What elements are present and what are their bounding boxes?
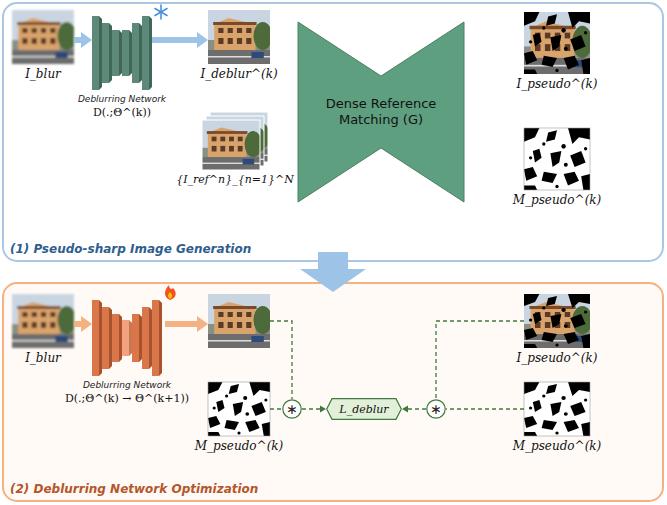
connector-line (152, 37, 197, 43)
panel-title: (1) Pseudo-sharp Image Generation (10, 242, 251, 256)
image-node: I_blur (12, 294, 74, 348)
image-node: I_deblur^(k) (208, 10, 270, 64)
image-label: M_pseudo^(k) (513, 439, 602, 453)
connector-line (408, 408, 426, 409)
circle-outline (283, 400, 301, 418)
connector-line (436, 321, 524, 399)
caption-group: I_blur (25, 67, 61, 81)
panel-title: (2) Deblurring Network Optimization (10, 482, 258, 496)
image-node: I_pseudo^(k) (524, 294, 590, 348)
flow-arrow (300, 252, 366, 292)
connector (152, 32, 208, 48)
image-label: {I_ref^n}_{n=1}^N (176, 173, 294, 186)
network-label: Deblurring Network (78, 94, 166, 106)
mask-image (524, 128, 590, 190)
connector (402, 406, 426, 413)
connector (302, 406, 326, 413)
connector (74, 316, 92, 332)
connector (270, 409, 282, 410)
connector (74, 32, 92, 48)
arrowhead (197, 32, 208, 48)
frozen-icon (155, 5, 167, 19)
dashed-line (270, 321, 292, 399)
image-node: M_pseudo^(k) (524, 382, 590, 436)
arrowhead (81, 32, 92, 48)
image-node: M_pseudo^(k) (524, 128, 590, 190)
panel-background (3, 283, 663, 501)
operator-symbol: ∗ (430, 402, 442, 416)
caption-group: I_pseudo^(k) (516, 77, 597, 91)
image-label: M_pseudo^(k) (513, 193, 602, 207)
reference-image (202, 120, 262, 170)
arrowhead (320, 406, 326, 413)
network-symbol (92, 300, 162, 376)
loss-label: L_deblur (339, 403, 388, 416)
connector-line (74, 321, 81, 327)
image-node: {I_ref^n}_{n=1}^N (202, 112, 268, 170)
hourglass-outline (298, 22, 464, 202)
image-label: I_deblur^(k) (200, 67, 277, 81)
operator-circle: ∗ (282, 399, 302, 419)
network-formula: D(.;Θ^(k)) (93, 106, 151, 120)
blurred-image (12, 294, 76, 348)
image-label: M_pseudo^(k) (195, 439, 284, 453)
image-label: I_pseudo^(k) (516, 351, 597, 365)
operator-symbol: ∗ (286, 402, 298, 416)
image-label: I_pseudo^(k) (516, 77, 597, 91)
panel-background (3, 3, 663, 261)
operator-circle: ∗ (426, 399, 446, 419)
module-label: Dense Reference Matching (G) (325, 96, 437, 129)
pseudo-image (524, 294, 592, 348)
caption-group: I_deblur^(k) (200, 67, 277, 81)
flow-arrow (165, 316, 208, 332)
connector (446, 409, 524, 410)
connector-line (74, 37, 81, 43)
network-node: Deblurring NetworkD(.;Θ^(k)) (92, 16, 152, 90)
connector-line (302, 408, 320, 409)
network-symbol (92, 16, 152, 90)
caption-group: I_blur (25, 351, 61, 365)
image-node: I_pseudo^(k) (524, 12, 590, 74)
loss-box: L_deblur (326, 398, 402, 420)
mask-image (208, 382, 270, 436)
mask-image (524, 382, 590, 436)
blurred-image (12, 10, 76, 64)
caption-group: M_pseudo^(k) (195, 439, 284, 453)
arrowhead (81, 316, 92, 332)
connector (436, 321, 524, 399)
deblurred-image (208, 10, 272, 64)
image-frame (202, 120, 260, 170)
image-node: M_pseudo^(k) (208, 382, 270, 436)
image-frame (524, 382, 590, 436)
network-label: Deblurring Network (83, 380, 171, 392)
reference-images (202, 112, 270, 170)
image-label: I_blur (25, 351, 61, 365)
caption-group: Deblurring NetworkD(.;Θ^(k)) (78, 94, 166, 120)
trainable-icon (165, 285, 176, 300)
connector-line (446, 408, 524, 409)
pseudo-image (524, 12, 592, 74)
image-frame (524, 128, 590, 190)
network-node: Deblurring NetworkD(.;Θ^(k) → Θ^(k+1)) (92, 300, 162, 376)
image-frame (208, 382, 270, 436)
network-formula: D(.;Θ^(k) → Θ^(k+1)) (65, 392, 189, 406)
matching-module: Dense Reference Matching (G) (298, 22, 464, 202)
panel: (1) Pseudo-sharp Image GenerationI_blurD… (2, 2, 664, 262)
caption-group: M_pseudo^(k) (513, 193, 602, 207)
circle-outline (427, 400, 445, 418)
deblurred-image (208, 294, 272, 348)
panel: (2) Deblurring Network Optimization I_blu… (2, 282, 664, 502)
hexagon-outline (327, 399, 402, 420)
connector-line (270, 408, 282, 409)
arrowhead (402, 406, 408, 413)
caption-group: Deblurring NetworkD(.;Θ^(k) → Θ^(k+1)) (65, 380, 189, 406)
caption-group: M_pseudo^(k) (513, 439, 602, 453)
image-label: I_blur (25, 67, 61, 81)
caption-group: I_pseudo^(k) (516, 351, 597, 365)
caption-group: {I_ref^n}_{n=1}^N (176, 173, 294, 186)
image-node: I_blur (12, 10, 74, 64)
